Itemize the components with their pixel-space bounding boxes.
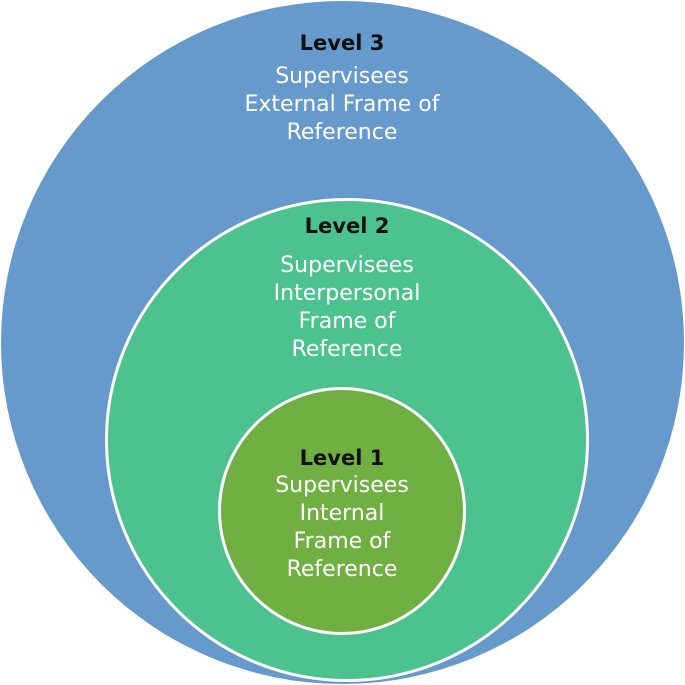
level-3-description: Supervisees External Frame of Reference: [244, 64, 440, 145]
level-2-title: Level 2: [304, 214, 390, 238]
level-1-description: Supervisees Internal Frame of Reference: [275, 473, 409, 582]
level-1-label: Level 1 Supervisees Internal Frame of Re…: [232, 444, 452, 584]
level-1-circle: [218, 387, 466, 635]
level-3-label: Level 3 Supervisees External Frame of Re…: [192, 29, 492, 147]
level-2-description: Supervisees Interpersonal Frame of Refer…: [273, 253, 421, 362]
level-1-title: Level 1: [299, 446, 385, 470]
level-3-title: Level 3: [299, 31, 385, 55]
level-2-label: Level 2 Supervisees Interpersonal Frame …: [197, 212, 497, 364]
